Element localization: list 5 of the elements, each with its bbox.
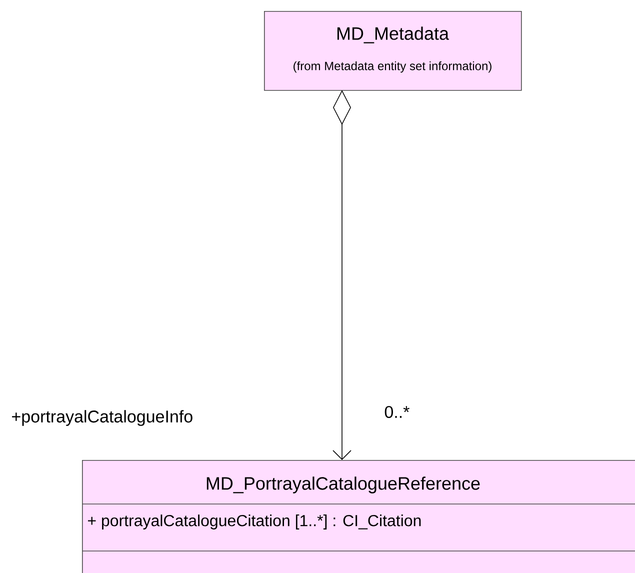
- role-name: +portrayalCatalogueInfo: [12, 410, 192, 426]
- multiplicity: 0..*: [384, 406, 410, 418]
- class-box: MD_Metadata (from Metadata entity set information): [264, 11, 522, 91]
- aggregation-arrow: [332, 90, 352, 460]
- class-box: MD_PortrayalCatalogueReference + portrayalCatalogueCitation [1..*] : CI_Citation: [82, 460, 635, 573]
